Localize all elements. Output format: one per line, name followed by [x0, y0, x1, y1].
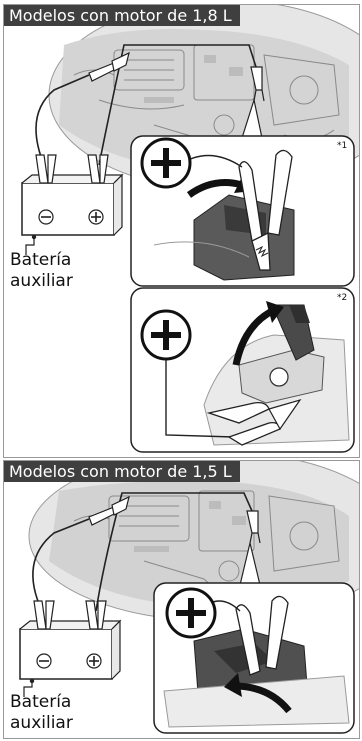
detail-box-3: [153, 582, 355, 734]
detail-box-2: [130, 287, 355, 453]
detail-box-1: [130, 135, 355, 287]
jumper-cables: [32, 492, 253, 612]
detail-note-1: *1: [337, 141, 348, 151]
auxiliary-battery-label: Batería auxiliar: [10, 692, 73, 733]
detail-note-2: *2: [337, 293, 348, 303]
engine-bay-illustration: [19, 461, 359, 734]
auxiliary-battery: [19, 600, 122, 697]
jumper-cables: [35, 44, 257, 166]
clamp-positive-terminal: [250, 66, 265, 102]
section-1-8l: Modelos con motor de 1,8 L: [3, 4, 360, 458]
section-title: Modelos con motor de 1,5 L: [4, 461, 240, 482]
clamp-engine-ground: [88, 51, 130, 82]
section-title: Modelos con motor de 1,8 L: [4, 5, 240, 26]
engine-bay-view: [28, 461, 359, 622]
auxiliary-battery: [21, 154, 124, 255]
engine-bay-illustration: [21, 5, 359, 453]
clamp-positive-terminal: [246, 510, 261, 544]
clamp-engine-ground: [88, 495, 130, 526]
auxiliary-battery-label: Batería auxiliar: [10, 250, 73, 291]
section-1-5l: Modelos con motor de 1,5 L: [3, 460, 360, 739]
